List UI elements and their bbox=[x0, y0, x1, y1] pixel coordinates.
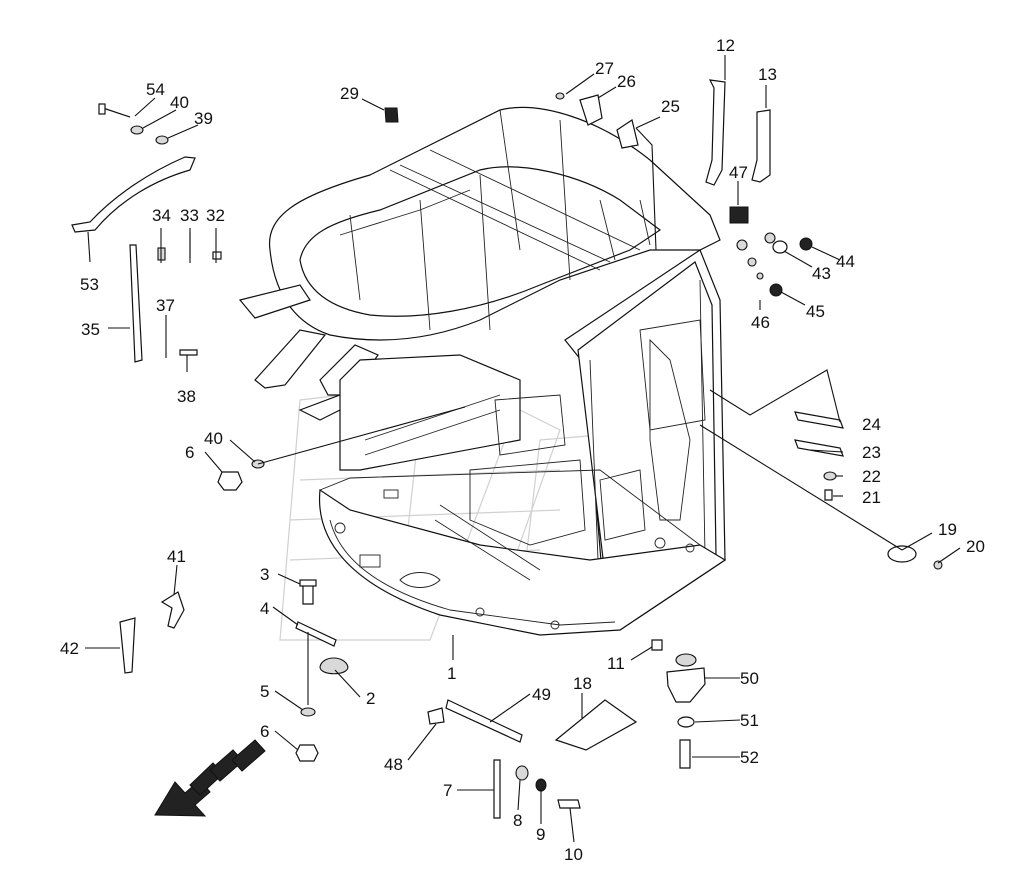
callout-52: 52 bbox=[740, 748, 759, 767]
callout-37: 37 bbox=[156, 296, 175, 315]
parts bbox=[71, 79, 943, 819]
callout-33: 33 bbox=[180, 206, 199, 225]
callout-26: 26 bbox=[617, 72, 636, 91]
callout-3: 3 bbox=[260, 565, 269, 584]
callout-4: 4 bbox=[260, 599, 269, 618]
callout-53: 53 bbox=[80, 275, 99, 294]
callout-51: 51 bbox=[740, 711, 759, 730]
callout-24: 24 bbox=[862, 415, 881, 434]
callout-42: 42 bbox=[60, 639, 79, 658]
cab-frame bbox=[238, 106, 727, 636]
callout-1: 1 bbox=[447, 664, 456, 683]
callout-12: 12 bbox=[716, 36, 735, 55]
callout-35: 35 bbox=[81, 320, 100, 339]
callout-44: 44 bbox=[836, 252, 855, 271]
callout-40: 40 bbox=[170, 93, 189, 112]
callout-21: 21 bbox=[862, 488, 881, 507]
leader-lines bbox=[85, 55, 961, 843]
callout-11: 11 bbox=[607, 654, 625, 673]
callout-20: 20 bbox=[966, 537, 985, 556]
callout-13: 13 bbox=[758, 65, 777, 84]
callout-2: 2 bbox=[366, 689, 375, 708]
callout-29: 29 bbox=[340, 84, 359, 103]
callout-39: 39 bbox=[194, 109, 213, 128]
callout-9: 9 bbox=[536, 825, 545, 844]
callout-5: 5 bbox=[260, 682, 269, 701]
callout-23: 23 bbox=[862, 443, 881, 462]
callout-32: 32 bbox=[206, 206, 225, 225]
callout-43: 43 bbox=[812, 264, 831, 283]
callout-19: 19 bbox=[938, 520, 957, 539]
callout-40-left: 40 bbox=[204, 429, 223, 448]
callout-18: 18 bbox=[573, 674, 592, 693]
callout-22: 22 bbox=[862, 467, 881, 486]
callout-labels: 54 40 39 29 27 26 25 12 13 47 44 43 45 4… bbox=[60, 36, 985, 864]
callout-45: 45 bbox=[806, 302, 825, 321]
callout-6: 6 bbox=[260, 722, 269, 741]
callout-49: 49 bbox=[532, 685, 551, 704]
callout-54: 54 bbox=[146, 80, 165, 99]
callout-6-left: 6 bbox=[185, 443, 194, 462]
callout-50: 50 bbox=[740, 669, 759, 688]
callout-25: 25 bbox=[661, 97, 680, 116]
callout-41: 41 bbox=[167, 547, 186, 566]
callout-47: 47 bbox=[729, 163, 748, 182]
callout-27: 27 bbox=[595, 59, 614, 78]
callout-8: 8 bbox=[513, 811, 522, 830]
callout-48: 48 bbox=[384, 755, 403, 774]
callout-38: 38 bbox=[177, 387, 196, 406]
callout-46: 46 bbox=[751, 313, 770, 332]
front-direction-arrow-icon bbox=[154, 739, 266, 817]
callout-34: 34 bbox=[152, 206, 171, 225]
callout-10: 10 bbox=[564, 845, 583, 864]
callout-7: 7 bbox=[443, 781, 452, 800]
